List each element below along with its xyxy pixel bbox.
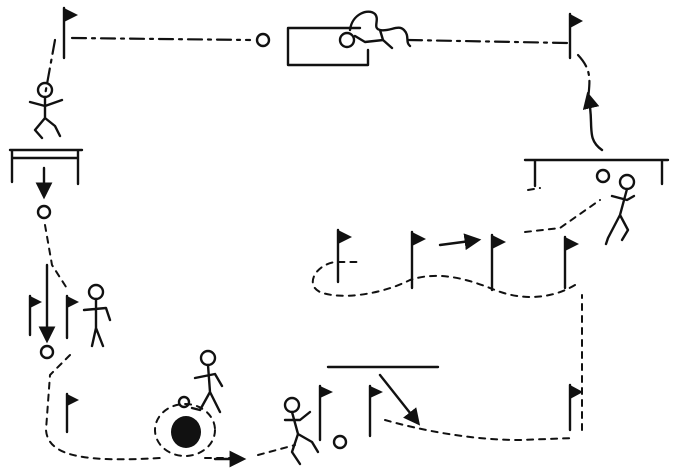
shooting-station <box>283 365 440 466</box>
path-right-top <box>576 53 591 102</box>
flag-icon <box>568 383 583 432</box>
ball-icon <box>332 434 348 450</box>
flag-icon <box>65 392 79 434</box>
flag-icon <box>568 12 583 60</box>
shooting-figure-icon <box>283 396 320 466</box>
ball-handling-station <box>154 349 224 457</box>
path-bottom-mid <box>257 444 296 456</box>
path-slalom-wave <box>311 261 576 298</box>
dribbling-figure-icon <box>82 283 112 348</box>
arrow-up-right <box>582 91 604 152</box>
tunnel-crawl-station <box>286 10 412 67</box>
path-left-top <box>43 38 57 97</box>
ball-icon <box>177 395 191 409</box>
flag-icon <box>336 228 352 284</box>
bench-station <box>523 158 670 246</box>
ball-icon <box>36 204 52 220</box>
flag-icon <box>563 235 579 290</box>
path-bench-entry <box>527 187 541 191</box>
ball-icon <box>338 31 356 49</box>
flag-icon <box>62 6 78 60</box>
path-top-right <box>406 38 570 45</box>
ball-icon <box>255 32 271 48</box>
medicine-ball-icon <box>171 416 201 448</box>
hurdle-station <box>8 81 84 186</box>
path-left-bottom <box>45 354 161 461</box>
bench-icon <box>523 158 670 188</box>
flag-icon <box>490 233 506 292</box>
arrow-slalom <box>438 233 482 251</box>
ball-icon <box>39 344 55 360</box>
crawling-figure-icon <box>348 10 412 50</box>
kicking-figure-icon <box>190 349 224 414</box>
flag-icon <box>28 294 42 337</box>
path-top-left <box>70 36 252 42</box>
ball-circle-outline <box>154 403 216 457</box>
flags <box>28 6 583 442</box>
tunnel-box <box>286 26 370 67</box>
path-slalom-upper <box>524 199 601 233</box>
direction-arrows <box>35 91 604 468</box>
flag-icon <box>65 294 79 340</box>
hurdle-icon <box>8 148 84 186</box>
flag-icon <box>368 384 383 438</box>
path-left-middle <box>44 224 69 291</box>
flag-icon <box>410 230 426 290</box>
climbing-figure-icon <box>604 173 636 246</box>
path-bottom-right <box>384 419 576 441</box>
flag-icon <box>318 384 333 442</box>
jumping-figure-icon <box>28 81 64 140</box>
arrow-kick <box>378 373 421 426</box>
markers <box>36 32 348 450</box>
ball-icon <box>595 168 611 184</box>
